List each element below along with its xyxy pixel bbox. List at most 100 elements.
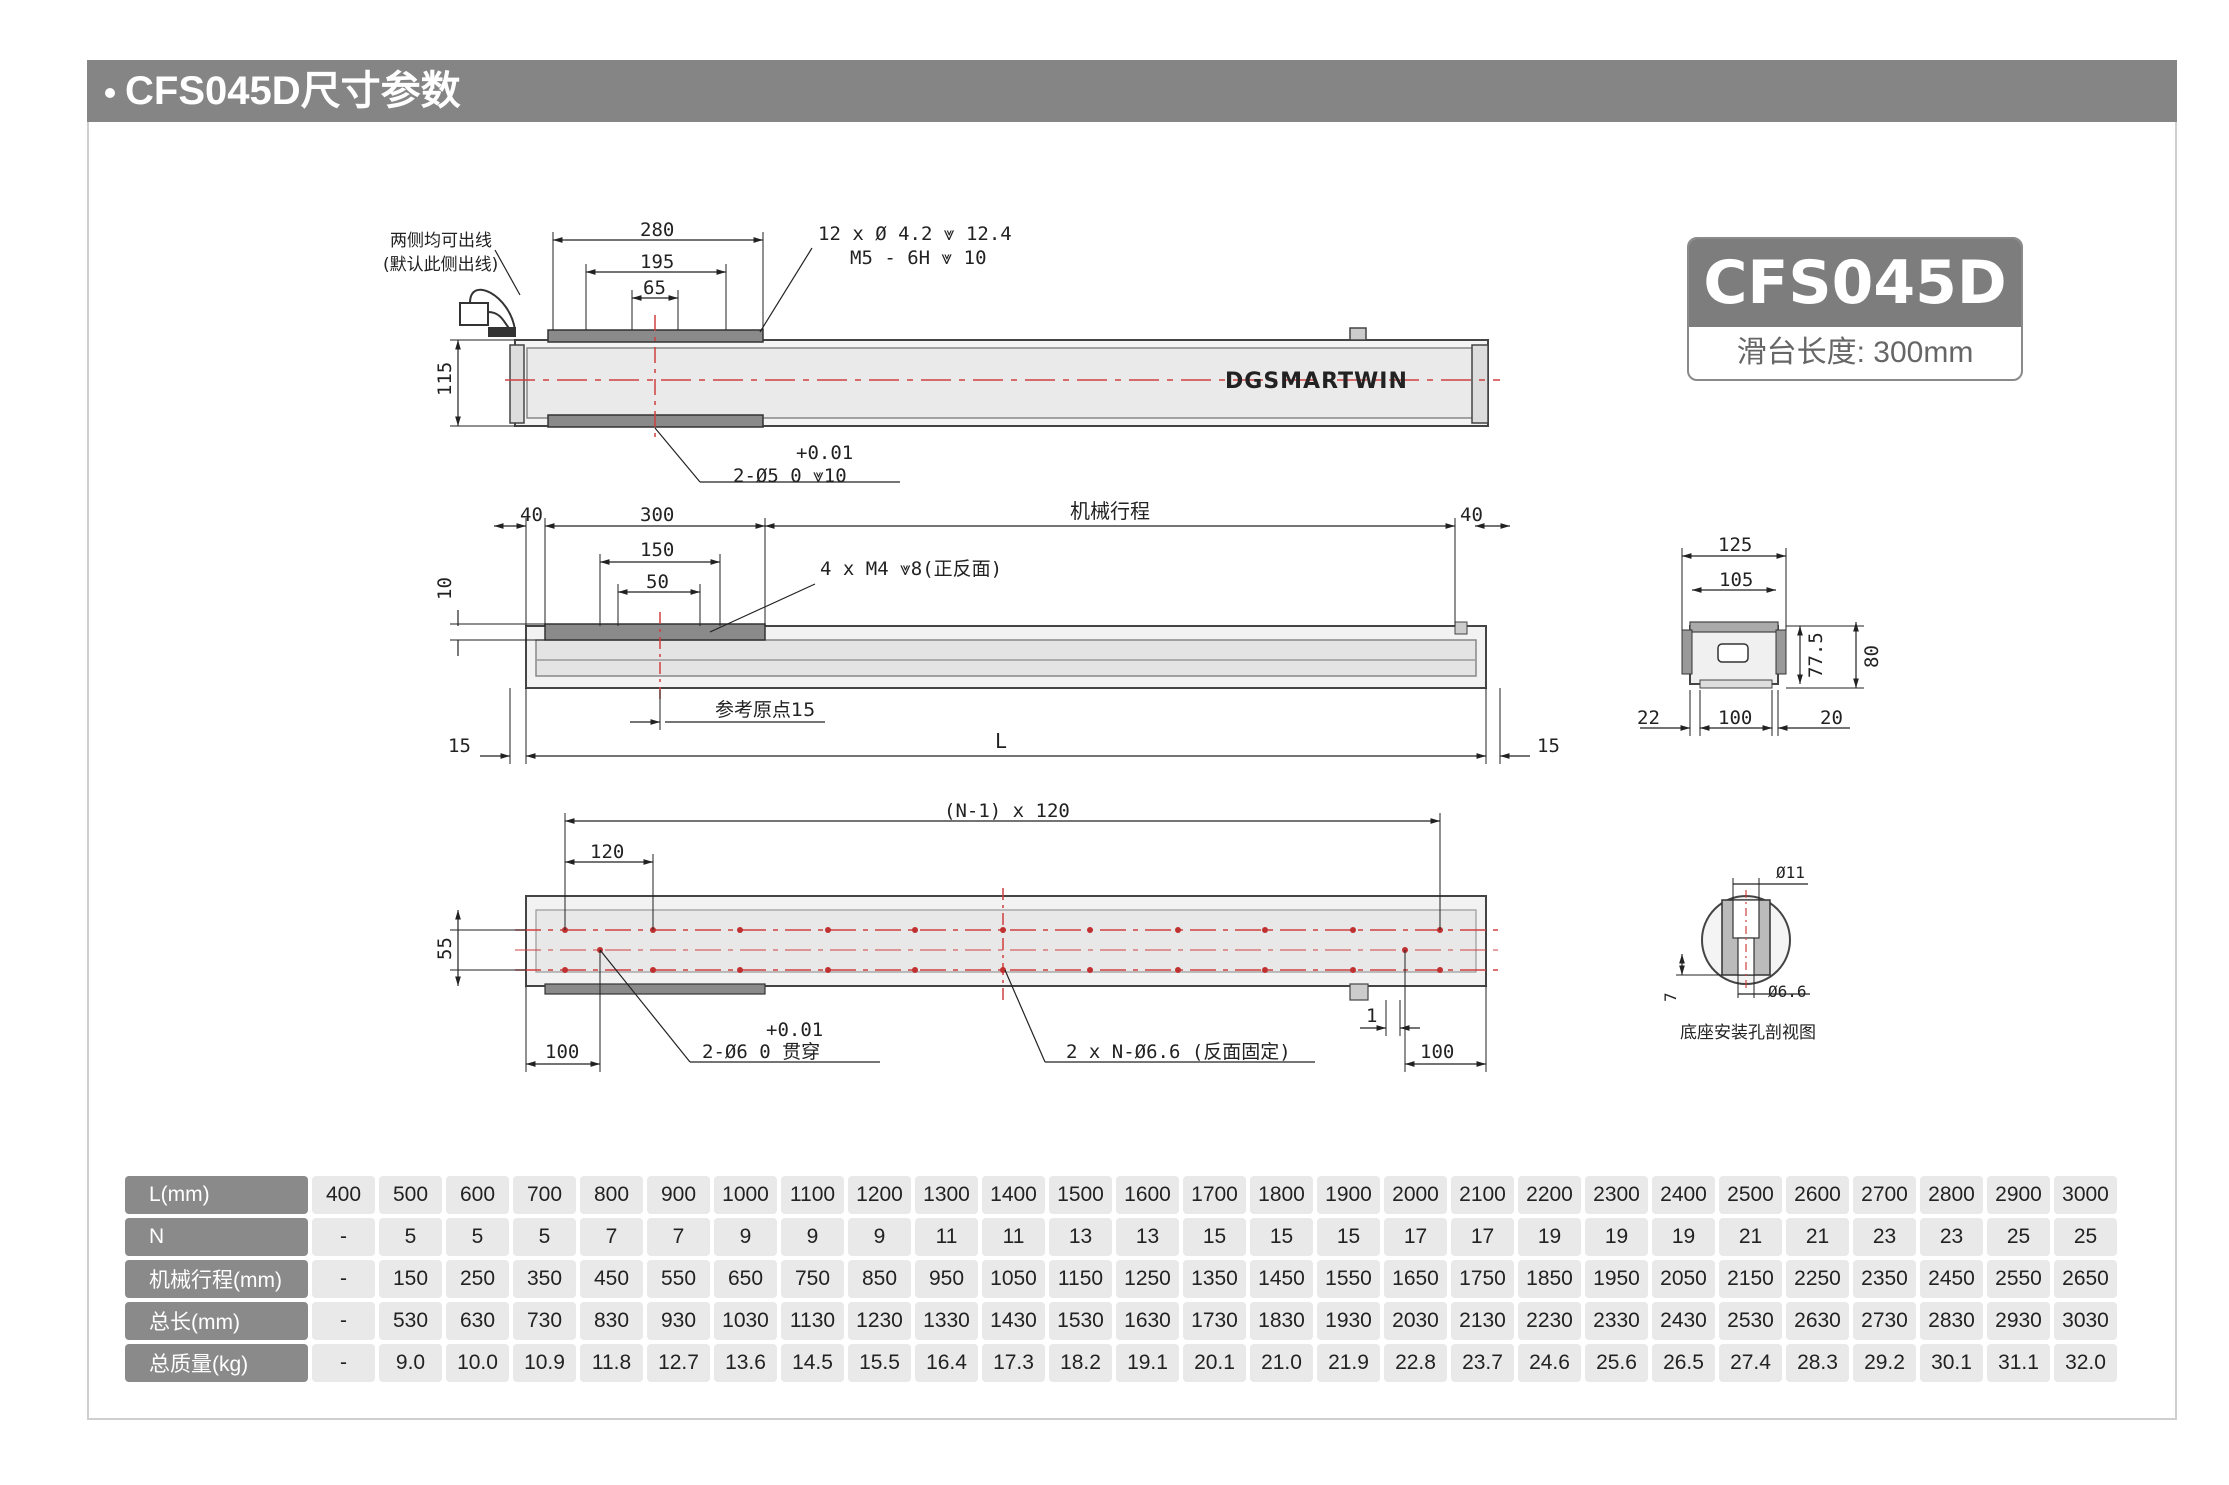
table-cell: 1900 — [1317, 1176, 1380, 1214]
table-cell: 850 — [848, 1260, 911, 1298]
table-cell: 2050 — [1652, 1260, 1715, 1298]
dim-150: 150 — [640, 539, 674, 561]
table-cell: 800 — [580, 1176, 643, 1214]
table-cell: 1050 — [982, 1260, 1045, 1298]
table-cell: 1630 — [1116, 1302, 1179, 1340]
table-cell: 19 — [1585, 1218, 1648, 1256]
dim-120: 120 — [590, 841, 624, 863]
dim-195: 195 — [640, 251, 674, 273]
table-cell: 3030 — [2054, 1302, 2117, 1340]
page-title: CFS045D尺寸参数 — [125, 69, 461, 113]
table-cell: 1650 — [1384, 1260, 1447, 1298]
cable-note-line2: (默认此侧出线) — [383, 255, 498, 275]
table-cell: 13 — [1049, 1218, 1112, 1256]
table-cell: 1350 — [1183, 1260, 1246, 1298]
section-caption: 底座安装孔剖视图 — [1680, 1023, 1816, 1043]
table-cell: 650 — [714, 1260, 777, 1298]
table-cell: 21.9 — [1317, 1344, 1380, 1382]
table-cell: 700 — [513, 1176, 576, 1214]
table-cell: 9 — [781, 1218, 844, 1256]
row-label: 机械行程(mm) — [125, 1260, 308, 1298]
table-cell: 9 — [848, 1218, 911, 1256]
table-cell: 18.2 — [1049, 1344, 1112, 1382]
table-cell: 3000 — [2054, 1176, 2117, 1214]
table-cell: 2550 — [1987, 1260, 2050, 1298]
dim-20: 20 — [1820, 707, 1843, 729]
end-view: 125 105 77.5 80 22 100 20 — [1637, 534, 1883, 736]
dim-22: 22 — [1637, 707, 1660, 729]
top-pin-tolerance: +0.01 — [796, 442, 853, 464]
table-cell: 1530 — [1049, 1302, 1112, 1340]
table-cell: 1130 — [781, 1302, 844, 1340]
table-cell: 14.5 — [781, 1344, 844, 1382]
table-cell: 16.4 — [915, 1344, 978, 1382]
table-cell: 1430 — [982, 1302, 1045, 1340]
bullet-icon — [105, 88, 115, 99]
dim-50: 50 — [646, 571, 669, 593]
table-cell: 31.1 — [1987, 1344, 2050, 1382]
table-cell: - — [312, 1344, 375, 1382]
dim-phi-6-6: Ø6.6 — [1768, 982, 1807, 1001]
dim-phi-11: Ø11 — [1776, 863, 1805, 882]
table-cell: 2930 — [1987, 1302, 2050, 1340]
dim-100-end: 100 — [1718, 707, 1752, 729]
table-cell: 2700 — [1853, 1176, 1916, 1214]
table-cell: 550 — [647, 1260, 710, 1298]
table-cell: 1450 — [1250, 1260, 1313, 1298]
table-cell: 9.0 — [379, 1344, 442, 1382]
bottom-hole-note: 2 x N-Ø6.6 (反面固定) — [1066, 1041, 1291, 1063]
table-cell: 450 — [580, 1260, 643, 1298]
section-view: Ø11 Ø6.6 7 底座安装孔剖视图 — [1661, 863, 1816, 1043]
dim-15-right: 15 — [1537, 735, 1560, 757]
dim-40-right: 40 — [1460, 504, 1483, 526]
table-cell: 730 — [513, 1302, 576, 1340]
table-cell: 950 — [915, 1260, 978, 1298]
table-cell: 17 — [1384, 1218, 1447, 1256]
table-cell: 600 — [446, 1176, 509, 1214]
table-cell: 23.7 — [1451, 1344, 1514, 1382]
table-cell: 2100 — [1451, 1176, 1514, 1214]
brand-logo: DGSMARTWIN — [1225, 369, 1408, 394]
table-cell: 2530 — [1719, 1302, 1782, 1340]
dim-300: 300 — [640, 504, 674, 526]
model-badge: CFS045D 滑台长度: 300mm — [1687, 237, 2023, 381]
table-cell: 630 — [446, 1302, 509, 1340]
table-cell: 1750 — [1451, 1260, 1514, 1298]
table-cell: - — [312, 1302, 375, 1340]
table-cell: - — [312, 1260, 375, 1298]
top-view: DGSMARTWIN 两侧均可出线 (默认此侧出线) 280 195 65 11… — [383, 219, 1500, 487]
table-cell: 5 — [513, 1218, 576, 1256]
table-cell: 150 — [379, 1260, 442, 1298]
table-cell: 24.6 — [1518, 1344, 1581, 1382]
table-cell: 2200 — [1518, 1176, 1581, 1214]
table-cell: 1150 — [1049, 1260, 1112, 1298]
slide-length: 滑台长度: 300mm — [1736, 336, 1974, 369]
table-cell: 5 — [446, 1218, 509, 1256]
table-cell: 25.6 — [1585, 1344, 1648, 1382]
table-cell: 2000 — [1384, 1176, 1447, 1214]
dim-40-left: 40 — [520, 504, 543, 526]
table-cell: 2350 — [1853, 1260, 1916, 1298]
row-label: L(mm) — [125, 1176, 308, 1214]
dim-280: 280 — [640, 219, 674, 241]
table-cell: 250 — [446, 1260, 509, 1298]
table-cell: 1400 — [982, 1176, 1045, 1214]
table-cell: 2730 — [1853, 1302, 1916, 1340]
model-name: CFS045D — [1689, 239, 2021, 327]
table-cell: 930 — [647, 1302, 710, 1340]
table-cell: 2400 — [1652, 1176, 1715, 1214]
table-cell: 21 — [1786, 1218, 1849, 1256]
table-cell: 19 — [1518, 1218, 1581, 1256]
table-cell: 26.5 — [1652, 1344, 1715, 1382]
table-cell: 30.1 — [1920, 1344, 1983, 1382]
table-cell: 1950 — [1585, 1260, 1648, 1298]
table-cell: 350 — [513, 1260, 576, 1298]
table-cell: - — [312, 1218, 375, 1256]
hole-note-2: M5 - 6H ⩔ 10 — [850, 247, 987, 269]
table-cell: 2900 — [1987, 1176, 2050, 1214]
table-cell: 2800 — [1920, 1176, 1983, 1214]
table-cell: 17.3 — [982, 1344, 1045, 1382]
